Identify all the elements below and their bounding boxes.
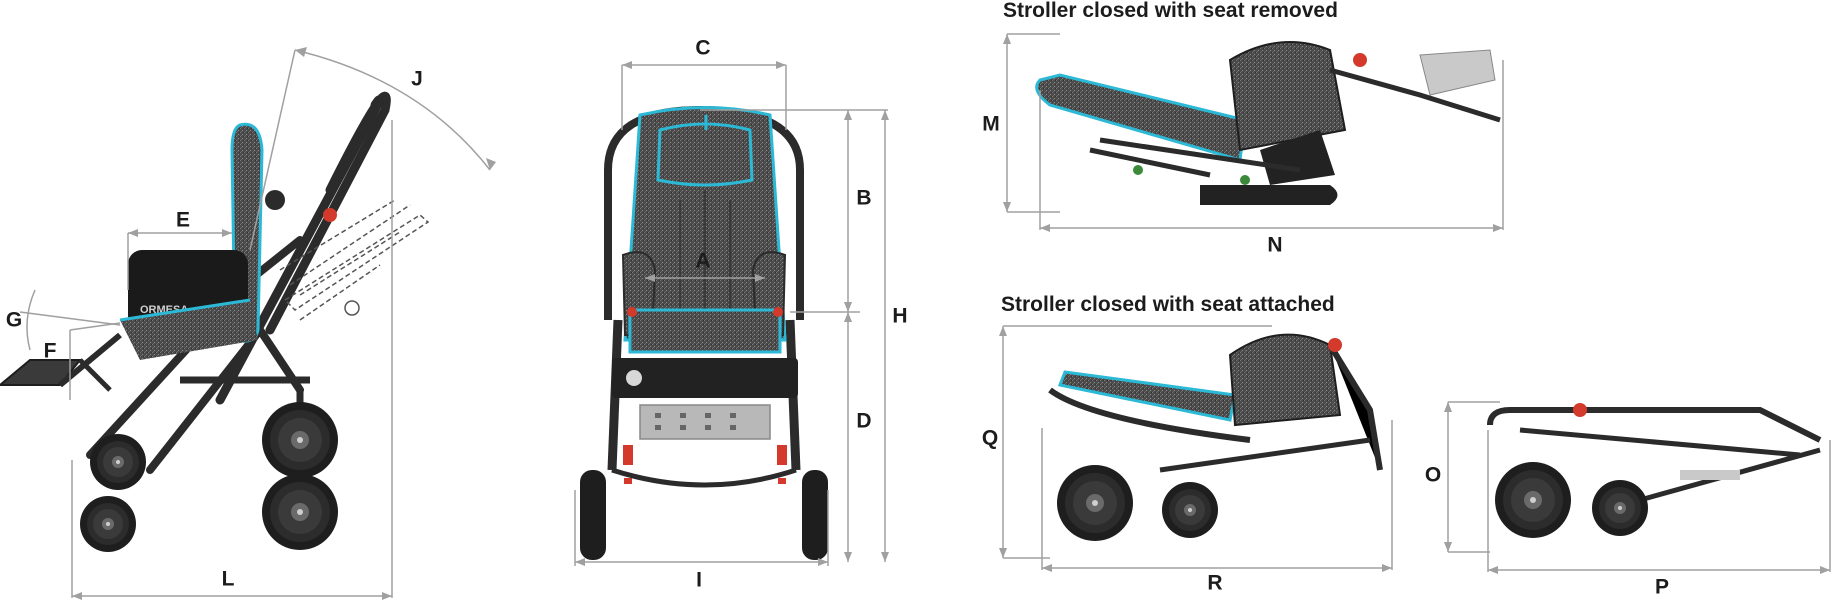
dimension-lines <box>19 33 1831 598</box>
closed-seat-removed-stroller <box>1035 41 1501 205</box>
dim-label-b: B <box>856 186 872 210</box>
side-view-stroller: ORMESA <box>0 91 430 552</box>
closed-seat-attached-stroller <box>1048 333 1383 541</box>
dimension-arrowheads <box>72 34 1830 600</box>
dim-label-h: H <box>892 304 908 328</box>
dim-label-q: Q <box>981 426 999 450</box>
dim-label-e: E <box>175 208 191 232</box>
dim-label-p: P <box>1654 575 1670 599</box>
dim-label-l: L <box>221 567 235 591</box>
dim-label-j: J <box>411 67 423 91</box>
dim-label-m: M <box>982 112 1000 136</box>
dim-label-n: N <box>1267 233 1283 257</box>
dim-label-f: F <box>43 339 57 363</box>
dim-label-i: I <box>696 568 702 592</box>
dim-label-c: C <box>695 36 711 60</box>
dim-label-r: R <box>1207 571 1223 595</box>
dim-label-o: O <box>1424 463 1442 487</box>
front-view-stroller <box>580 105 828 560</box>
fully-closed-stroller <box>1487 403 1822 538</box>
dim-label-g: G <box>5 308 23 332</box>
dim-label-a: A <box>695 249 711 273</box>
dim-label-d: D <box>856 409 872 433</box>
caption-seat-removed: Stroller closed with seat removed <box>1003 0 1338 22</box>
caption-seat-attached: Stroller closed with seat attached <box>1001 293 1335 316</box>
